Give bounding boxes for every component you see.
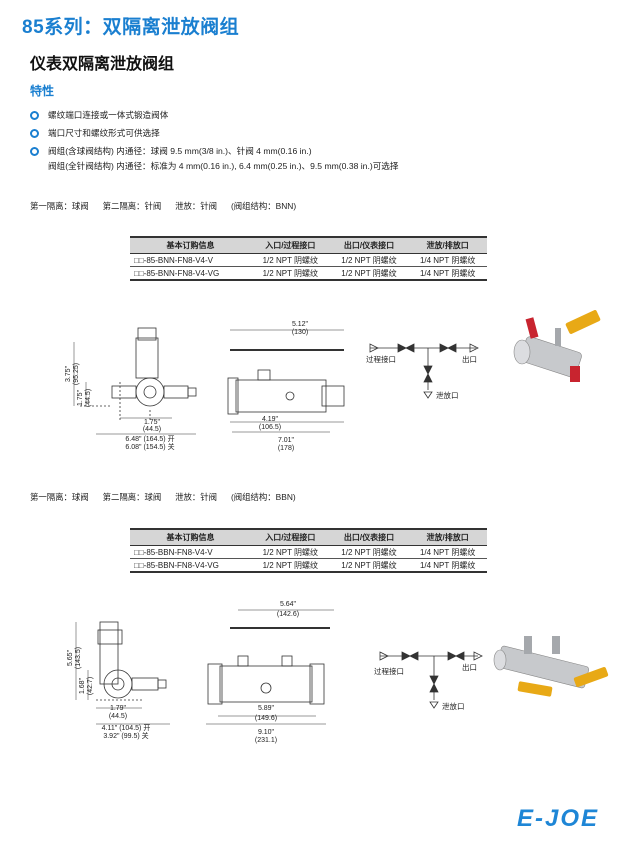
dim-label: 5.12": [292, 321, 309, 328]
dim-label: 6.08" (154.5) 关: [125, 442, 174, 451]
feature-item: 螺纹端口连接或一体式锻造阀体: [30, 108, 590, 123]
dim-label: (42.7): [87, 677, 94, 695]
dim-label: 9.10": [258, 729, 275, 736]
table-row: □□-85-BNN-FN8-V4-V 1/2 NPT 阴螺纹 1/2 NPT 阴…: [130, 253, 487, 267]
bullet-icon: [30, 111, 39, 120]
dim-label: 6.48" (164.5) 开: [125, 435, 174, 443]
dim-label: 5.64": [280, 601, 297, 608]
product-image-bbn: [493, 636, 609, 697]
dim-label: 1.68": [79, 677, 86, 694]
table-header: 出口/仪表接口: [329, 236, 409, 254]
schematic-bbn: [379, 651, 483, 709]
schematic-label: 出口: [462, 662, 477, 672]
dim-label: 5.89": [258, 705, 275, 712]
front-view-bnn: [80, 327, 197, 422]
schematic-label: 泄放口: [436, 390, 459, 400]
table-row: □□-85-BBN-FN8-V4-VG 1/2 NPT 阴螺纹 1/2 NPT …: [130, 558, 487, 573]
dim-label: (44.5): [85, 389, 92, 407]
front-view-bbn: [96, 621, 167, 701]
drawing-bnn: 3.75" (95.25) 1.75" (44.5) 1.75" (44.5) …: [65, 310, 601, 452]
dim-label: 1.75": [77, 389, 84, 406]
config-line-bbn: 第一隔离：球阀 第二隔离：球阀 泄放：针阀 (阀组结构：BBN): [30, 492, 296, 502]
dim-label: 4.19": [262, 416, 279, 423]
feature-item: 阀组(含球阀结构) 内通径：球阀 9.5 mm(3/8 in.)、针阀 4 mm…: [30, 144, 590, 174]
brand-logo: E-JOE: [516, 805, 599, 832]
schematic-label: 过程接口: [366, 354, 396, 364]
dim-label: 1.79": [110, 705, 127, 712]
schematic-label: 泄放口: [442, 701, 465, 711]
dim-label: 4.11" (104.5) 开: [102, 724, 151, 732]
table-header: 泄放/排放口: [408, 528, 487, 546]
dim-label: (130): [292, 329, 308, 336]
schematic-bnn: [369, 343, 479, 399]
dim-label: 5.65": [67, 649, 74, 666]
table-header: 基本订购信息: [130, 528, 251, 546]
dim-label: (142.6): [277, 611, 299, 618]
table-header: 入口/过程接口: [251, 528, 330, 546]
dim-label: (143.5): [75, 647, 82, 669]
table-row: □□-85-BNN-FN8-V4-VG 1/2 NPT 阴螺纹 1/2 NPT …: [130, 266, 487, 281]
dim-label: (95.25): [73, 363, 80, 385]
dim-label: (106.5): [259, 424, 281, 431]
dim-label: 1.75": [144, 419, 161, 426]
schematic-label: 出口: [462, 354, 477, 364]
dim-label: (231.1): [255, 737, 277, 744]
table-header: 出口/仪表接口: [329, 528, 409, 546]
table-row: □□-85-BBN-FN8-V4-V 1/2 NPT 阴螺纹 1/2 NPT 阴…: [130, 545, 487, 559]
dim-label: 7.01": [278, 437, 295, 444]
table-header: 泄放/排放口: [408, 236, 487, 254]
series-title: 85系列：双隔离泄放阀组: [22, 17, 240, 38]
product-image-bnn: [513, 310, 601, 382]
table-header: 基本订购信息: [130, 236, 251, 254]
features-title: 特性: [30, 84, 55, 98]
schematic-label: 过程接口: [374, 666, 404, 676]
dim-label: (149.6): [255, 715, 277, 722]
dim-label: 3.92" (99.5) 关: [103, 731, 148, 740]
config-line-bnn: 第一隔离：球阀 第二隔离：针阀 泄放：针阀 (阀组结构：BNN): [30, 201, 297, 211]
order-table-bnn: 基本订购信息 入口/过程接口 出口/仪表接口 泄放/排放口 □□-85-BNN-…: [130, 236, 487, 281]
dim-label: 3.75": [65, 365, 72, 382]
table-header: 入口/过程接口: [251, 236, 330, 254]
order-table-bbn: 基本订购信息 入口/过程接口 出口/仪表接口 泄放/排放口 □□-85-BBN-…: [130, 528, 487, 573]
features-list: 螺纹端口连接或一体式锻造阀体 端口尺寸和螺纹形式可供选择 阀组(含球阀结构) 内…: [30, 108, 590, 177]
drawing-bbn: 5.65" (143.5) 1.68" (42.7) 1.79" (44.5) …: [67, 601, 609, 744]
bullet-icon: [30, 147, 39, 156]
dim-label: (44.5): [143, 426, 161, 433]
page-title: 仪表双隔离泄放阀组: [30, 56, 175, 73]
side-view-bbn: [207, 627, 330, 705]
side-view-bnn: [227, 349, 345, 415]
feature-item: 端口尺寸和螺纹形式可供选择: [30, 126, 590, 141]
dim-label: (178): [278, 445, 294, 452]
dim-label: (44.5): [109, 713, 127, 720]
bullet-icon: [30, 129, 39, 138]
